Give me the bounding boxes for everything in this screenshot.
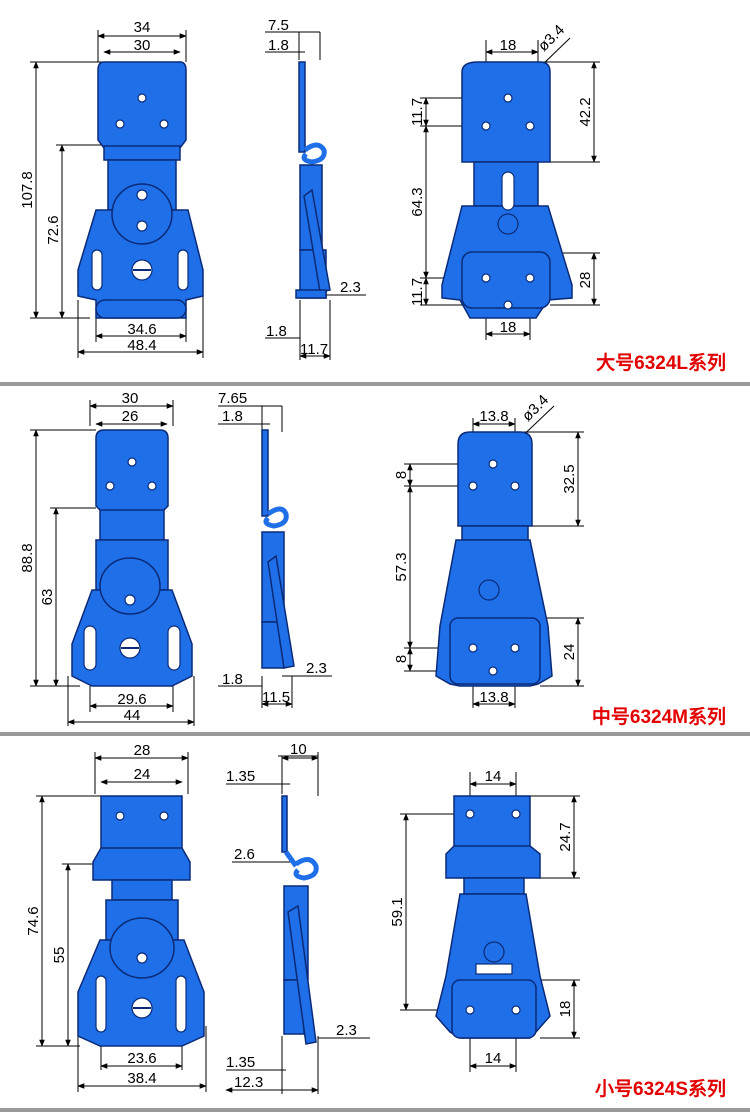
dim-back-center-height: 64.3 [409, 187, 426, 216]
dim-side-thickness-top: 1.8 [222, 408, 243, 425]
series-label-large: 大号6324L系列 [596, 353, 726, 374]
dim-front-top-outer: 30 [122, 390, 139, 407]
side-view-medium [261, 429, 295, 669]
back-view-large [441, 61, 573, 319]
dim-front-body-height: 63 [39, 589, 56, 606]
dim-side-thickness-top: 1.8 [268, 37, 289, 54]
dim-front-bottom-inner: 23.6 [127, 1050, 156, 1067]
dim-back-hole-spacing-top: 13.8 [479, 408, 508, 425]
dim-back-hole-diameter: ø3.4 [535, 22, 568, 55]
dim-side-bottom-width: 11.7 [300, 341, 328, 358]
dim-back-top-height: 42.2 [577, 97, 594, 126]
dim-side-top-width: 10 [290, 741, 307, 758]
dim-back-bottom-height: 24 [561, 644, 578, 661]
dim-back-top-hole-offset: 8 [393, 471, 410, 479]
dim-back-hole-spacing-top: 14 [485, 768, 502, 785]
dim-side-pin: 2.3 [340, 279, 361, 296]
side-view-small [281, 795, 319, 1045]
dim-back-top-height: 24.7 [557, 822, 574, 851]
dim-back-bottom-height: 18 [557, 1001, 574, 1018]
series-label-medium: 中号6324M系列 [591, 707, 726, 728]
dim-back-hole-spacing-bottom: 13.8 [479, 689, 508, 706]
panel-medium: 30 26 88.8 63 29.6 44 7.65 1.8 2.3 1.8 1… [0, 386, 750, 732]
dim-front-bottom-inner: 29.6 [117, 691, 146, 708]
dim-front-top-inner: 30 [134, 37, 151, 54]
dim-front-body-height: 55 [51, 947, 68, 964]
dim-side-pin: 2.3 [336, 1022, 357, 1039]
drawing-small: 28 24 74.6 55 23.6 38.4 10 1.35 2.6 2.3 … [25, 741, 580, 1094]
dim-side-bottom-width: 11.5 [262, 689, 290, 706]
dim-front-total-height: 74.6 [25, 906, 42, 935]
dim-side-bottom-width: 12.3 [234, 1074, 263, 1091]
divider-2 [0, 732, 750, 736]
dim-front-bottom-outer: 38.4 [127, 1070, 156, 1087]
dim-side-pin: 2.3 [306, 660, 327, 677]
dim-side-thickness-top: 1.35 [226, 768, 255, 785]
dim-front-bottom-outer: 44 [124, 707, 141, 724]
drawing-medium: 30 26 88.8 63 29.6 44 7.65 1.8 2.3 1.8 1… [19, 390, 584, 726]
dim-front-top-outer: 28 [134, 742, 151, 759]
dim-back-hole-spacing-top: 18 [500, 37, 517, 54]
dim-front-total-height: 88.8 [19, 543, 36, 572]
divider-3 [0, 1108, 750, 1112]
front-view-small [77, 795, 205, 1047]
dim-back-hole-diameter: ø3.4 [519, 392, 552, 425]
side-view-large [295, 61, 331, 299]
dim-back-top-hole-offset: 11.7 [409, 98, 426, 126]
series-label-small: 小号6324S系列 [595, 1079, 726, 1100]
drawing-large: 34 30 107.8 72.6 34.6 48.4 7.5 1.8 2.3 1… [19, 17, 600, 360]
dim-back-center-height: 57.3 [393, 552, 410, 581]
dim-front-top-inner: 26 [122, 408, 139, 425]
dim-front-bottom-inner: 34.6 [127, 321, 156, 338]
dim-back-hole-spacing-bottom: 14 [485, 1050, 502, 1067]
dim-back-top-height: 32.5 [561, 464, 578, 493]
dim-side-mid-thickness: 2.6 [234, 846, 255, 863]
dim-side-top-width: 7.65 [218, 390, 247, 407]
panel-large: 34 30 107.8 72.6 34.6 48.4 7.5 1.8 2.3 1… [0, 0, 750, 382]
dim-side-top-width: 7.5 [268, 17, 289, 34]
back-view-small [435, 795, 551, 1039]
dim-back-hole-spacing-bottom: 18 [500, 319, 517, 336]
back-view-medium [435, 431, 553, 687]
dim-back-bottom-hole-offset: 11.7 [409, 278, 426, 306]
dim-back-bottom-height: 28 [577, 272, 594, 289]
divider-1 [0, 382, 750, 386]
dim-back-bottom-hole-offset: 8 [393, 655, 410, 663]
dim-front-bottom-outer: 48.4 [127, 337, 156, 354]
dim-front-body-height: 72.6 [45, 215, 62, 244]
dim-front-total-height: 107.8 [19, 171, 36, 209]
dim-side-thickness-bottom: 1.8 [266, 323, 287, 340]
dim-front-top-outer: 34 [134, 19, 151, 36]
dim-side-thickness-bottom: 1.35 [226, 1054, 255, 1071]
dim-back-center-height: 59.1 [389, 897, 406, 926]
dim-side-thickness-bottom: 1.8 [222, 671, 243, 688]
panel-small: 28 24 74.6 55 23.6 38.4 10 1.35 2.6 2.3 … [0, 736, 750, 1108]
dim-front-top-inner: 24 [134, 766, 151, 783]
